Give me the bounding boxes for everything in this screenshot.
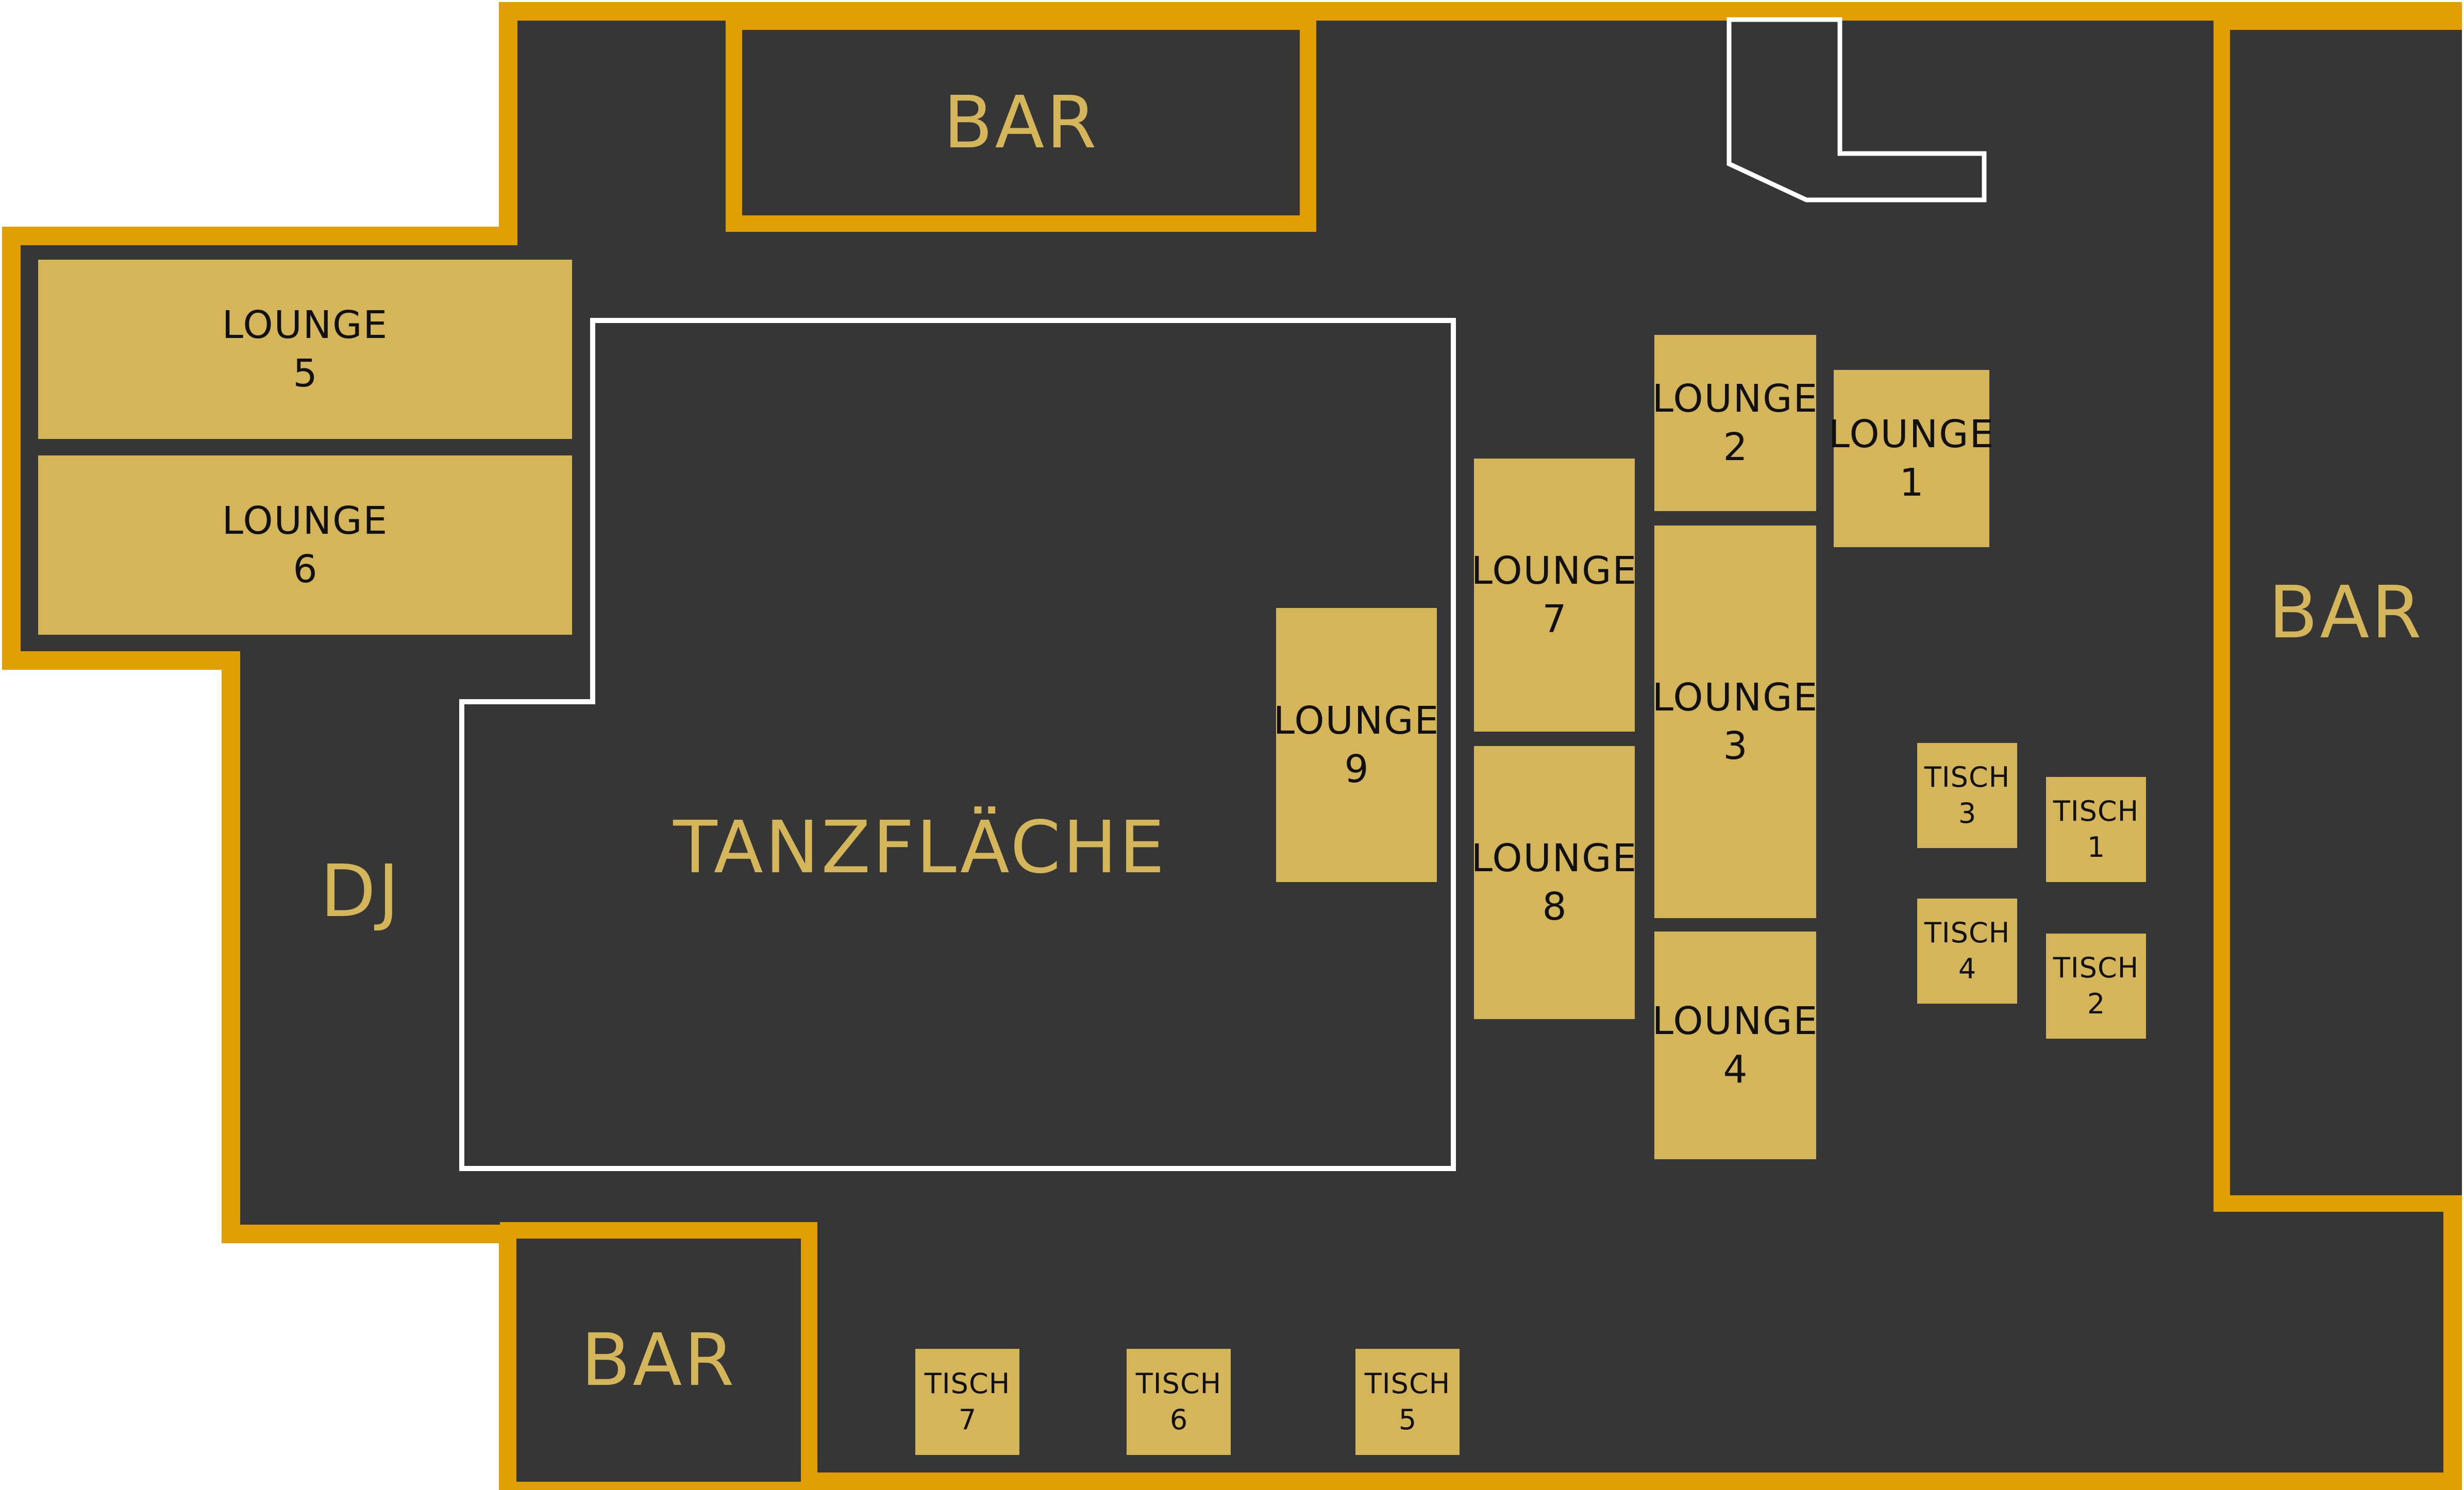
lounge-4-number: 4: [1723, 1047, 1748, 1092]
bar-bottom-label: BAR: [581, 1318, 736, 1402]
lounge-8[interactable]: LOUNGE 8: [1471, 746, 1638, 1019]
bar-bottom[interactable]: BAR: [500, 1222, 817, 1482]
tisch-7-number: 7: [958, 1403, 977, 1436]
lounge-9-word: LOUNGE: [1273, 699, 1440, 743]
tisch-6[interactable]: TISCH 6: [1127, 1349, 1231, 1455]
bar-right[interactable]: BAR: [2214, 13, 2462, 1212]
tisch-1[interactable]: TISCH 1: [2046, 777, 2146, 882]
lounge-8-word: LOUNGE: [1471, 836, 1638, 881]
tisch-6-number: 6: [1169, 1403, 1188, 1436]
lounge-6[interactable]: LOUNGE 6: [38, 455, 572, 635]
lounge-6-word: LOUNGE: [222, 499, 389, 543]
bar-right-label: BAR: [2268, 570, 2424, 655]
tisch-1-number: 1: [2087, 831, 2105, 863]
lounge-4[interactable]: LOUNGE 4: [1652, 932, 1819, 1159]
lounge-3-word: LOUNGE: [1652, 675, 1819, 720]
dj-booth: DJ: [268, 799, 454, 984]
tisch-4[interactable]: TISCH 4: [1917, 899, 2017, 1004]
tisch-3-word: TISCH: [1924, 761, 2010, 793]
dancefloor-outline: [459, 318, 1456, 1171]
tisch-4-word: TISCH: [1924, 917, 2010, 949]
lounge-4-word: LOUNGE: [1652, 999, 1819, 1043]
tisch-5-word: TISCH: [1364, 1367, 1451, 1400]
tisch-4-number: 4: [1958, 953, 1976, 985]
bar-top-label: BAR: [943, 80, 1099, 165]
lounge-1[interactable]: LOUNGE 1: [1829, 370, 1993, 547]
lounge-3-number: 3: [1723, 724, 1748, 768]
lounge-5-number: 5: [293, 351, 317, 396]
tisch-5[interactable]: TISCH 5: [1355, 1349, 1460, 1455]
dancefloor-label: TANZFLÄCHE: [673, 805, 1167, 890]
lounge-7[interactable]: LOUNGE 7: [1471, 459, 1638, 732]
lounge-2-word: LOUNGE: [1652, 377, 1819, 421]
entrance-outline: [1727, 17, 1987, 202]
tisch-7[interactable]: TISCH 7: [915, 1349, 1019, 1455]
tisch-2-number: 2: [2087, 988, 2105, 1020]
lounge-6-number: 6: [293, 547, 317, 591]
lounge-5[interactable]: LOUNGE 5: [38, 260, 572, 439]
tisch-6-word: TISCH: [1135, 1367, 1222, 1400]
lounge-9-number: 9: [1344, 747, 1369, 791]
lounge-1-number: 1: [1899, 461, 1924, 505]
lounge-1-word: LOUNGE: [1828, 412, 1995, 456]
tisch-3-number: 3: [1958, 797, 1976, 829]
lounge-2[interactable]: LOUNGE 2: [1652, 335, 1819, 511]
tisch-3[interactable]: TISCH 3: [1917, 743, 2017, 848]
lounge-3[interactable]: LOUNGE 3: [1652, 526, 1819, 918]
lounge-8-number: 8: [1542, 885, 1567, 929]
lounge-9[interactable]: LOUNGE 9: [1273, 608, 1440, 882]
bar-top[interactable]: BAR: [726, 13, 1316, 232]
tisch-5-number: 5: [1398, 1403, 1417, 1436]
dj-label: DJ: [320, 849, 401, 934]
tisch-1-word: TISCH: [2053, 795, 2139, 827]
tisch-7-word: TISCH: [924, 1367, 1011, 1400]
tisch-2-word: TISCH: [2053, 952, 2139, 984]
tisch-2[interactable]: TISCH 2: [2046, 934, 2146, 1039]
lounge-7-number: 7: [1542, 597, 1567, 641]
lounge-2-number: 2: [1723, 425, 1748, 469]
lounge-5-word: LOUNGE: [222, 303, 389, 347]
lounge-7-word: LOUNGE: [1471, 549, 1638, 593]
